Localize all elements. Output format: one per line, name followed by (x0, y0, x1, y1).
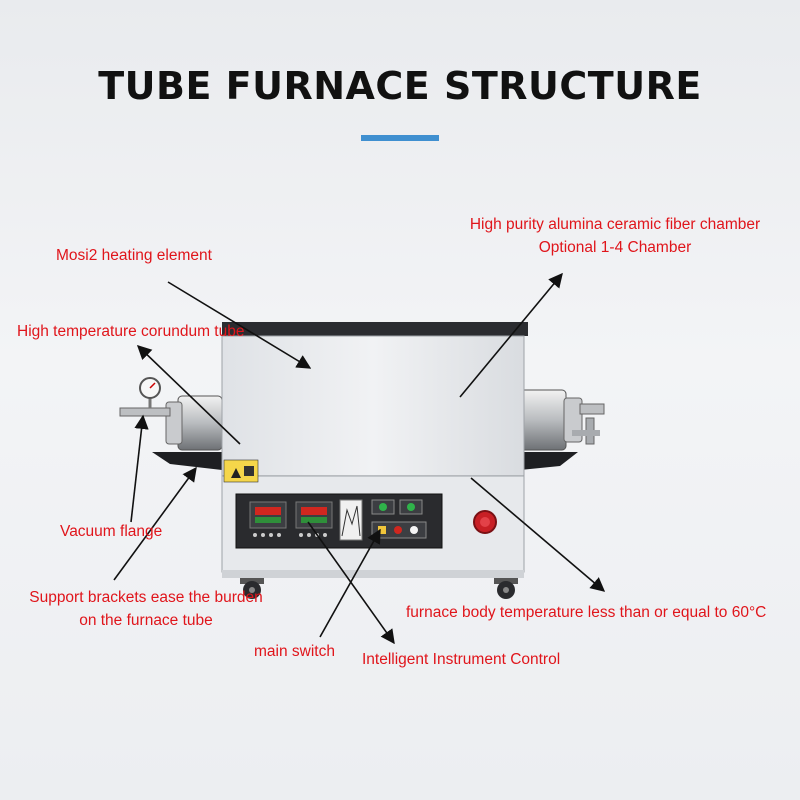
caster-wheel-icon (240, 578, 518, 599)
caution-label-icon (223, 459, 259, 483)
label-vacuum-flange: Vacuum flange (60, 523, 163, 540)
label-furnace-temperature: furnace body temperature less than or eq… (406, 604, 767, 621)
label-support-brackets: Support brackets ease the burden on the … (14, 588, 278, 631)
pressure-gauge-icon (139, 377, 161, 408)
label-mosi2-heating-element: Mosi2 heating element (56, 247, 212, 264)
arrow-temperature (470, 477, 606, 592)
label-alumina-chamber: High purity alumina ceramic fiber chambe… (450, 215, 780, 258)
label-alumina-line2: Optional 1-4 Chamber (538, 239, 692, 256)
arrow-mosi2 (167, 281, 312, 369)
label-alumina-line1: High purity alumina ceramic fiber chambe… (469, 216, 761, 233)
control-panel (235, 493, 443, 549)
arrow-instrument (307, 521, 395, 645)
label-corundum-tube: High temperature corundum tube (17, 323, 245, 340)
page-title: TUBE FURNACE STRUCTURE (98, 64, 702, 108)
arrow-support (113, 466, 197, 581)
label-main-switch: main switch (254, 643, 335, 660)
emergency-stop-icon (473, 510, 497, 534)
label-intelligent-instrument-control: Intelligent Instrument Control (362, 651, 561, 668)
annotation-arrows (113, 272, 606, 645)
furnace-body (221, 322, 528, 578)
arrow-main-switch (319, 528, 381, 638)
label-support-line1: Support brackets ease the burden (29, 589, 263, 606)
title-accent-bar (361, 135, 439, 141)
arrow-alumina (459, 272, 563, 398)
right-tube-assembly (519, 389, 605, 470)
arrow-vacuum (130, 414, 149, 523)
label-support-line2: on the furnace tube (79, 612, 213, 629)
left-tube-assembly (119, 377, 223, 470)
arrow-corundum (136, 345, 241, 445)
